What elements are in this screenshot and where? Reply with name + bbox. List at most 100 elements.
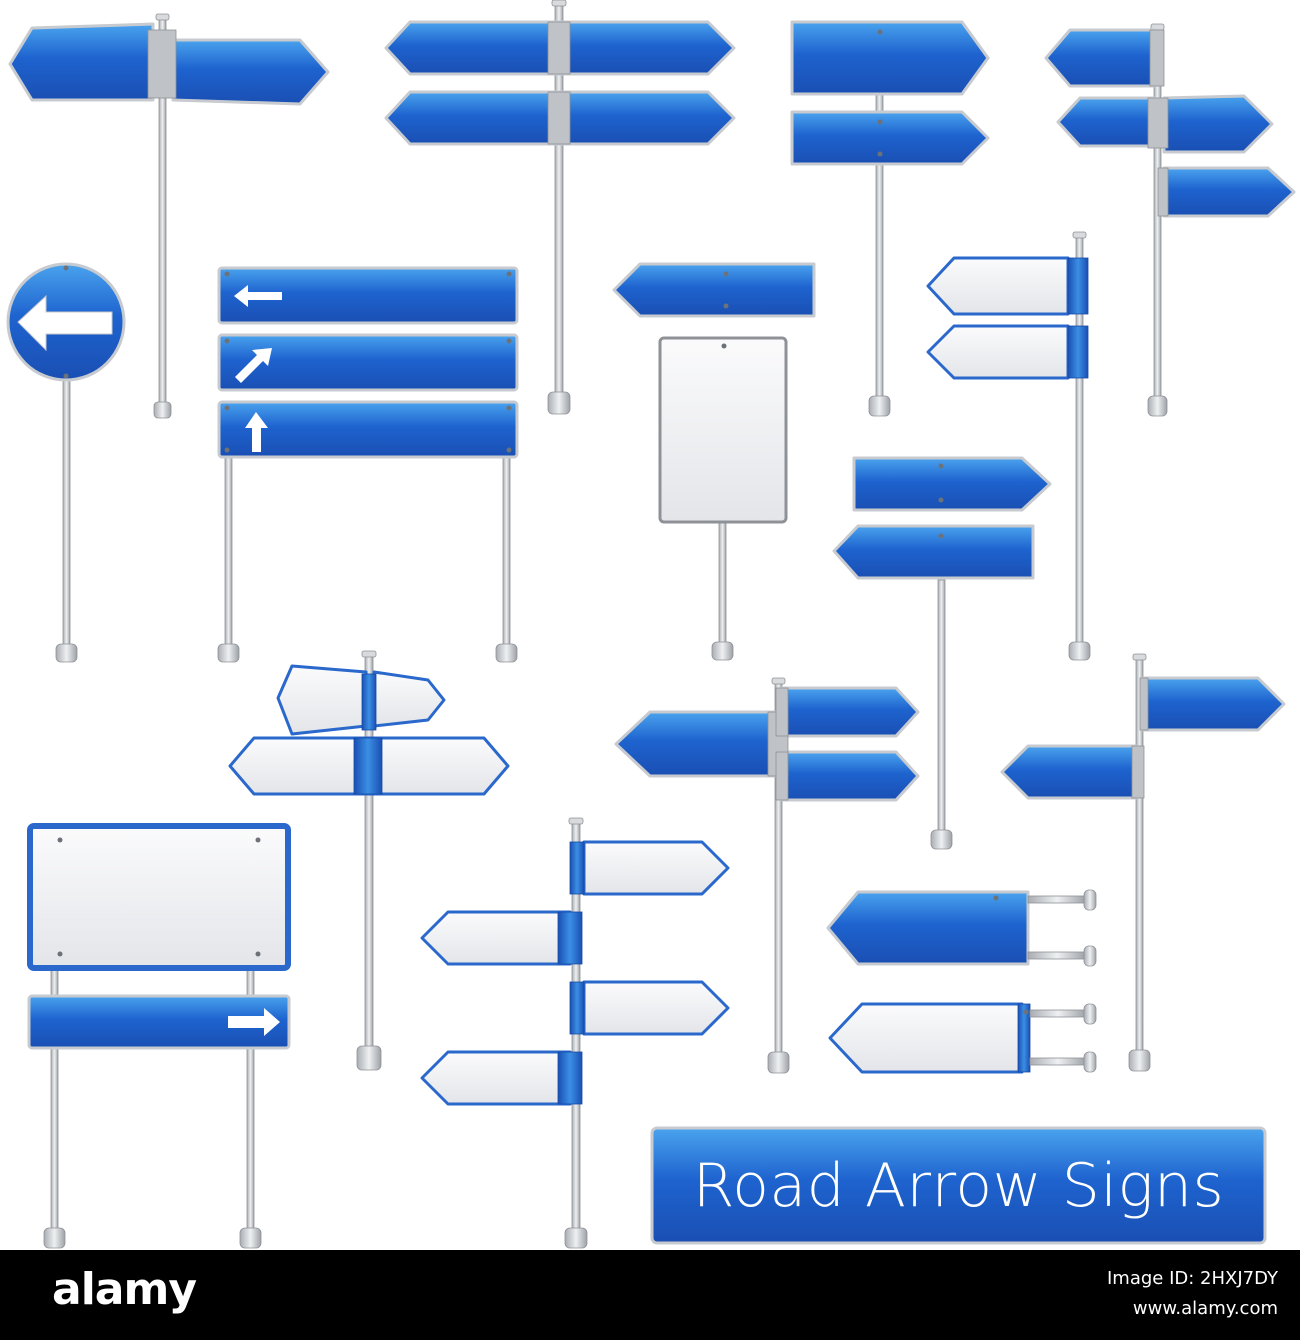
sign-board — [217, 400, 519, 459]
sign-arrow-right — [790, 20, 990, 96]
mount-arm — [1029, 1057, 1087, 1066]
white-panel — [27, 823, 291, 971]
bracket — [1131, 745, 1145, 799]
sign-arrow-left — [926, 324, 1070, 380]
bracket — [147, 29, 177, 99]
road-signs-illustration — [6, 0, 1296, 1249]
wall-mounts — [1027, 889, 1097, 1073]
pole-base — [239, 1227, 262, 1249]
brackets — [353, 257, 1089, 1105]
arrow-up-icon — [245, 412, 268, 452]
pole-base — [930, 829, 953, 850]
pole-base — [1128, 1049, 1151, 1072]
sign-arrow-left — [276, 664, 368, 736]
pole-cap — [568, 817, 584, 825]
footer-site: www.alamy.com — [1132, 1298, 1278, 1319]
footer-brand: alamy — [52, 1264, 197, 1315]
sign-arrow-left — [8, 22, 155, 102]
pole-base — [356, 1045, 382, 1071]
sign-arrow-right — [790, 110, 990, 166]
pole-base — [711, 641, 734, 661]
blue-signs — [6, 20, 1296, 1245]
mount-arm — [1027, 895, 1087, 904]
bracket — [1067, 257, 1089, 315]
sign-arrow-right — [780, 686, 920, 738]
pole — [718, 521, 727, 647]
pole-cap — [551, 0, 567, 7]
pole-base — [153, 401, 172, 419]
sign-arrow-left — [1056, 96, 1156, 148]
bracket — [569, 981, 585, 1035]
mount-disc — [1083, 1003, 1097, 1025]
bracket — [361, 673, 377, 731]
sign-arrow-right — [1162, 166, 1296, 218]
white-signs — [228, 256, 1070, 1106]
title-plate — [650, 1126, 1267, 1245]
bolts — [57, 29, 1029, 1015]
white-panels — [27, 336, 788, 971]
sign-arrow-left — [926, 256, 1070, 316]
sign-arrow-left — [614, 710, 778, 778]
footer-bar: alamy Image ID: 2HXJ7DY www.alamy.com — [0, 1250, 1300, 1340]
mount-arm — [1029, 1009, 1087, 1018]
bracket — [1147, 97, 1169, 149]
footer-info: Image ID: 2HXJ7DY www.alamy.com — [1107, 1264, 1278, 1324]
mount-disc — [1083, 889, 1097, 911]
pole-cap — [155, 13, 170, 21]
metal-brackets — [147, 21, 1169, 801]
pole-cap — [361, 650, 377, 658]
white-panel — [658, 336, 788, 524]
sign-arrow-right — [582, 840, 730, 896]
sign-arrow-left — [826, 890, 1030, 966]
sign-arrow-right — [1141, 676, 1286, 732]
sign-arrow-right — [582, 980, 730, 1036]
pole-base — [564, 1227, 588, 1249]
mount-disc — [1083, 945, 1097, 967]
sign-arrow-right — [1162, 94, 1274, 154]
sign-arrow-left — [832, 524, 1035, 580]
sign-board — [27, 994, 291, 1050]
pole-base — [495, 643, 518, 663]
pole-bases — [43, 391, 1168, 1249]
pole — [502, 454, 511, 646]
pole-base — [55, 643, 78, 663]
sign-arrow-left — [420, 910, 572, 966]
bracket — [557, 911, 583, 965]
pole-base — [1068, 641, 1091, 661]
footer-image-id: Image ID: 2HXJ7DY — [1107, 1268, 1278, 1289]
sign-arrow-right — [171, 38, 330, 106]
sign-board — [217, 333, 519, 392]
bracket — [1017, 1003, 1031, 1073]
mount-arm — [1027, 951, 1087, 960]
bracket — [775, 687, 789, 737]
sign-arrow-left — [1000, 744, 1138, 800]
pole-cap — [1072, 231, 1087, 239]
bracket — [1067, 325, 1089, 379]
mount-disc — [1083, 1051, 1097, 1073]
sign-arrow-left — [828, 1002, 1024, 1074]
bracket — [557, 1051, 583, 1105]
pole-cap — [771, 677, 786, 685]
pole-caps — [155, 0, 1165, 825]
bracket — [1149, 29, 1165, 87]
sign-arrow-right — [780, 750, 920, 802]
bracket — [775, 751, 789, 801]
arrow-up-right-icon — [235, 348, 272, 383]
sign-arrow-left — [1044, 28, 1156, 88]
pole — [62, 379, 71, 646]
pole — [224, 454, 233, 646]
bracket — [547, 91, 571, 145]
pole-base — [43, 1227, 66, 1249]
sign-board — [217, 266, 519, 325]
pole-base — [217, 643, 240, 663]
arrow-left-icon — [234, 285, 282, 307]
pole-base — [1147, 395, 1168, 417]
bracket — [569, 841, 585, 895]
sign-arrow-right — [372, 670, 446, 728]
pole-cap — [1132, 653, 1147, 661]
bracket — [353, 737, 383, 795]
sign-arrow-left — [612, 262, 816, 318]
pole-base — [547, 391, 571, 415]
arrow-left-icon — [17, 294, 113, 352]
bracket — [547, 21, 571, 75]
